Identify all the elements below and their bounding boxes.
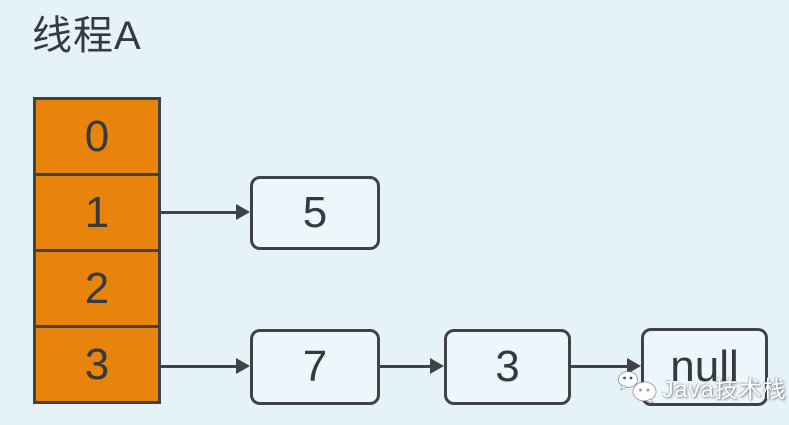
list-node-7: 7 — [250, 329, 380, 405]
bucket-array: 0 1 2 3 — [33, 97, 161, 404]
watermark: Java技术栈 — [617, 369, 787, 404]
bucket-cell-2: 2 — [33, 249, 161, 328]
bucket-cell-0: 0 — [33, 97, 161, 176]
list-node-null: null — [641, 328, 768, 406]
bucket-cell-1: 1 — [33, 173, 161, 252]
arrow-cell1-to-node5 — [161, 204, 250, 220]
list-node-3: 3 — [444, 329, 571, 405]
arrow-node3-to-nodenull — [571, 358, 641, 374]
thread-title: 线程A — [32, 14, 142, 58]
watermark-label: Java技术栈 — [662, 375, 787, 402]
wechat-icon — [618, 371, 657, 404]
arrow-node7-to-node3 — [380, 358, 444, 374]
list-node-5: 5 — [250, 176, 380, 250]
bucket-cell-3: 3 — [33, 325, 161, 404]
arrow-cell3-to-node7 — [161, 358, 250, 374]
